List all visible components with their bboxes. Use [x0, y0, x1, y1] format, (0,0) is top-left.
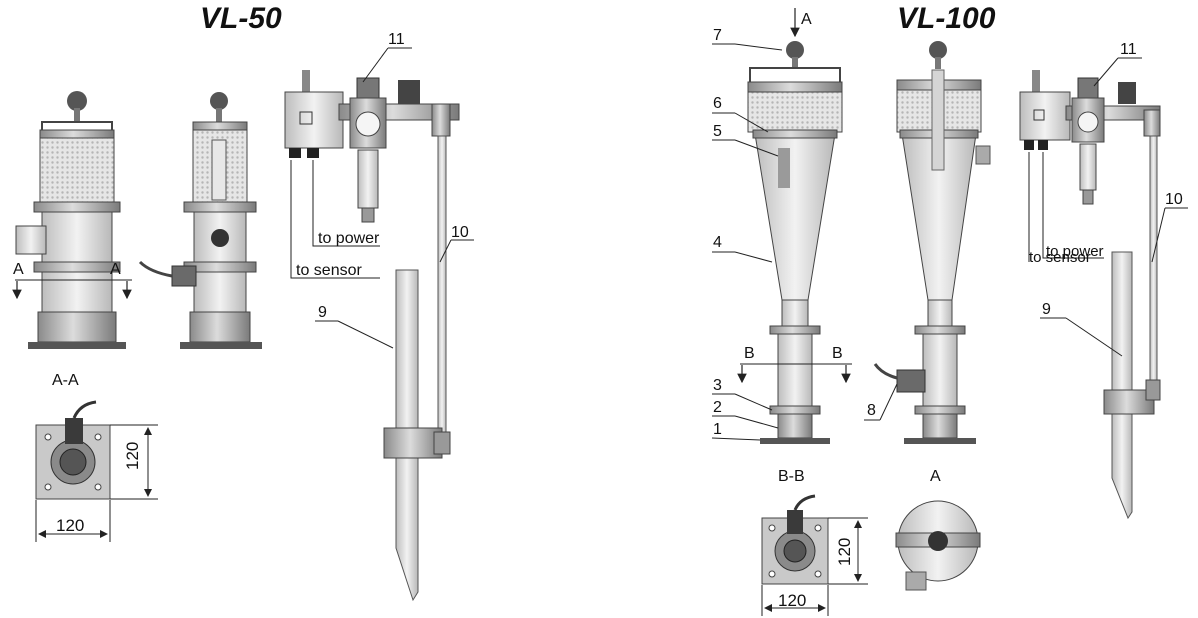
vl50-front-view: A A	[12, 91, 132, 349]
vl100-section-mark-b-right: B	[832, 345, 843, 362]
vl100-dim-width: 120	[778, 591, 806, 610]
vl100-valve-assembly	[1019, 70, 1161, 389]
vl50-side-view	[138, 92, 262, 349]
vl100-callout-2: 2	[713, 399, 722, 416]
vl100-section-b-b: B-B 120 120	[761, 468, 868, 616]
vl100-callout-11: 11	[1120, 41, 1137, 58]
vl50-suction-tube	[383, 269, 451, 602]
vl50-callout-9: 9	[318, 304, 327, 321]
vl50-section-mark-a-right: A	[110, 261, 121, 278]
vl50-dim-width: 120	[56, 516, 84, 535]
vl50-dim-height: 120	[123, 442, 142, 470]
vl100-dim-height: 120	[835, 538, 854, 566]
vl100-callout-1: 1	[713, 421, 722, 438]
vl100-cyclone-side	[873, 41, 991, 444]
vl100-callout-9: 9	[1042, 301, 1051, 318]
vl50-callouts: 11 10 9 to power to sensor	[290, 31, 474, 349]
vl50-callout-10: 10	[451, 224, 469, 241]
vl100-callout-5: 5	[713, 123, 722, 140]
vl100-title: VL-100	[897, 2, 996, 35]
vl100-callout-8: 8	[867, 402, 876, 419]
vl100-callout-7: 7	[713, 27, 722, 44]
vl100-section-mark-b-left: B	[744, 345, 755, 362]
vl50-section-title: A-A	[52, 372, 79, 389]
vl100-view-mark-a: A	[801, 11, 812, 28]
vl100-callout-4: 4	[713, 234, 722, 251]
vl100-section-title: B-B	[778, 468, 805, 485]
vl100-to-sensor: to sensor	[1029, 249, 1091, 266]
vl100-callout-10: 10	[1165, 191, 1183, 208]
vl100-cyclone-front: B B A	[737, 8, 852, 444]
vl50-callout-11: 11	[388, 31, 405, 48]
vl50-title: VL-50	[200, 2, 282, 35]
vl100-suction-tube	[1103, 251, 1161, 520]
vl50-to-power: to power	[318, 230, 380, 247]
vl100-callout-6: 6	[713, 95, 722, 112]
vl100-callouts: 7 6 5 4 3 2 1 8 11 10	[711, 27, 1188, 441]
vl100-view-a: A	[895, 468, 981, 591]
vl50-section-mark-a-left: A	[13, 261, 24, 278]
vl100-callout-3: 3	[713, 377, 722, 394]
vl50-valve-assembly	[284, 70, 460, 445]
vl50-to-sensor: to sensor	[296, 262, 362, 279]
vl100-view-title: A	[930, 468, 941, 485]
vl100-to-power: to power	[1046, 243, 1104, 260]
vl50-section-a-a: A-A 120 120	[35, 372, 158, 542]
